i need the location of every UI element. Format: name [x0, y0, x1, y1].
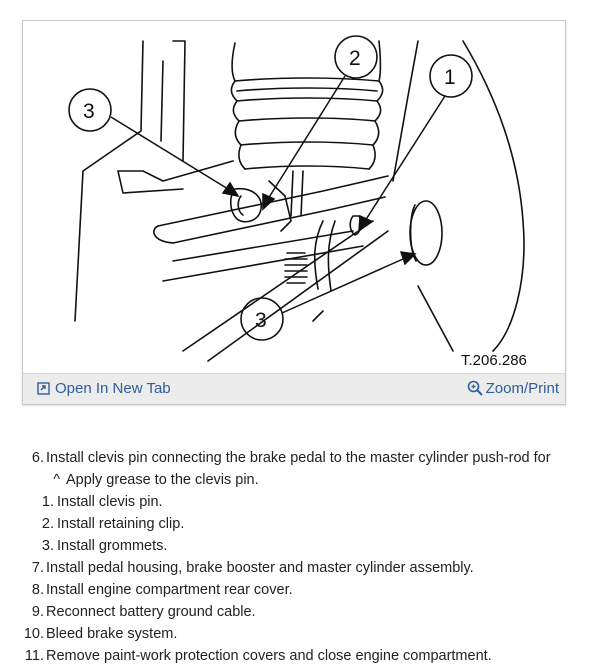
step-item: 10. Bleed brake system.	[0, 623, 601, 645]
substep-text: Install grommets.	[57, 538, 168, 554]
step-item: 11. Remove paint-work protection covers …	[0, 645, 601, 667]
open-in-new-tab-label: Open In New Tab	[55, 380, 171, 397]
step-number: 9.	[31, 604, 44, 620]
step-text: Install clevis pin connecting the brake …	[46, 450, 551, 466]
note-text: Apply grease to the clevis pin.	[66, 472, 259, 488]
zoom-print-link[interactable]: Zoom/Print	[467, 380, 559, 397]
figure-container: 3 2 1 3 T.206.286 Open In New Tab Zoom/P…	[22, 20, 566, 405]
substep-item: 2. Install retaining clip.	[0, 513, 601, 535]
step-note: ^ Apply grease to the clevis pin.	[0, 469, 601, 491]
substep-number: 1.	[41, 494, 54, 510]
callout-3-top: 3	[83, 100, 95, 123]
substep-item: 3. Install grommets.	[0, 535, 601, 557]
step-text: Remove paint-work protection covers and …	[46, 648, 492, 664]
figure-code: T.206.286	[461, 352, 527, 369]
zoom-print-label: Zoom/Print	[485, 380, 559, 397]
step-text: Install pedal housing, brake booster and…	[46, 560, 474, 576]
step-item: 6. Install clevis pin connecting the bra…	[0, 447, 601, 469]
step-item: 7. Install pedal housing, brake booster …	[0, 557, 601, 579]
substep-number: 3.	[41, 538, 54, 554]
step-number: 10.	[23, 626, 44, 642]
step-item: 9. Reconnect battery ground cable.	[0, 601, 601, 623]
step-number: 7.	[31, 560, 44, 576]
open-in-new-tab-icon	[37, 382, 50, 395]
brake-pedal-diagram: 3 2 1 3 T.206.286	[68, 35, 527, 369]
figure-footer: Open In New Tab Zoom/Print	[23, 373, 565, 404]
step-text: Bleed brake system.	[46, 626, 178, 642]
step-number: 8.	[31, 582, 44, 598]
note-marker: ^	[53, 472, 60, 488]
substep-number: 2.	[41, 516, 54, 532]
step-number: 11.	[24, 648, 44, 664]
callout-1: 1	[444, 66, 456, 89]
step-item: 8. Install engine compartment rear cover…	[0, 579, 601, 601]
open-in-new-tab-link[interactable]: Open In New Tab	[37, 380, 171, 397]
procedure-steps: 6. Install clevis pin connecting the bra…	[0, 447, 601, 667]
magnifier-icon	[467, 380, 483, 396]
step-number: 6.	[31, 450, 44, 466]
substep-text: Install retaining clip.	[57, 516, 185, 532]
callout-3-bottom: 3	[255, 309, 267, 332]
substep-item: 1. Install clevis pin.	[0, 491, 601, 513]
step-text: Install engine compartment rear cover.	[46, 582, 293, 598]
substep-text: Install clevis pin.	[57, 494, 163, 510]
callout-2: 2	[349, 47, 361, 70]
step-text: Reconnect battery ground cable.	[46, 604, 256, 620]
